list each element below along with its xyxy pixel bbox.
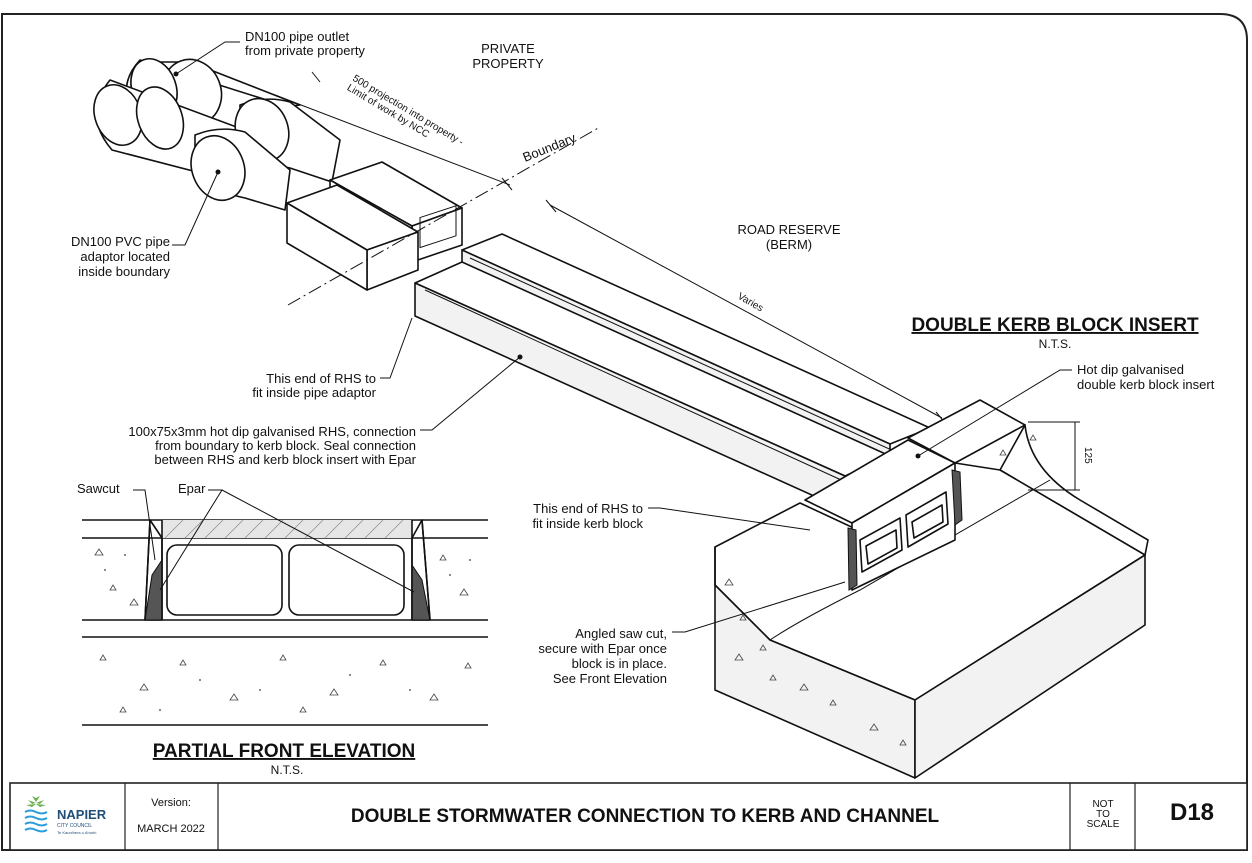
kerb-insert-label-2: double kerb block insert [1077,377,1215,392]
front-view-scale: N.T.S. [271,763,304,777]
pvc-adaptor-label-3: inside boundary [78,264,170,279]
angled-saw-label-1: Angled saw cut, [575,626,667,641]
boundary-label: Boundary [521,130,579,165]
boundary-line [287,126,601,306]
rhs-end-kerb-label-2: fit inside kerb block [532,516,643,531]
private-property-label-1: PRIVATE [481,41,535,56]
leader-lines [133,41,1072,633]
council-logo-icon [24,796,48,833]
pipe-outlet-label-2: from private property [245,43,365,58]
kerb-block [714,399,1149,779]
rhs-spec-label-3: between RHS and kerb block insert with E… [154,452,416,467]
sawcut-label: Sawcut [77,481,120,496]
rhs-end-kerb-label-1: This end of RHS to [533,501,643,516]
kerb-view-title: DOUBLE KERB BLOCK INSERT [911,315,1199,336]
title-block: NAPIER CITY COUNCIL Te Kaunihera o Ahuri… [9,782,1248,851]
version-value: MARCH 2022 [137,823,205,835]
angled-saw-label-2: secure with Epar once [538,641,667,656]
org-tagline: Te Kaunihera o Ahuriri [57,830,96,835]
sheet-number: D18 [1170,799,1214,826]
dim-125-label: 125 [1082,447,1093,464]
projection-dimension [274,71,513,191]
road-reserve-label-1: ROAD RESERVE [737,222,840,237]
private-property-label-2: PROPERTY [472,56,544,71]
rhs-stubs [286,161,463,291]
kerb-insert-label-1: Hot dip galvanised [1077,362,1184,377]
angled-saw-label-3: block is in place. [572,656,667,671]
front-elevation [82,519,488,726]
scale-note-1: NOT [1092,799,1113,810]
rhs-end-adaptor-label-1: This end of RHS to [266,371,376,386]
scale-note-2: TO [1096,809,1110,820]
projection-label-1: 500 projection into property - [350,73,465,148]
angled-saw-label-4: See Front Elevation [553,671,667,686]
rhs-end-adaptor-label-2: fit inside pipe adaptor [252,385,376,400]
pvc-adaptor-label-1: DN100 PVC pipe [71,234,170,249]
drawing-title: DOUBLE STORMWATER CONNECTION TO KERB AND… [351,806,940,827]
front-view-title: PARTIAL FRONT ELEVATION [153,741,415,762]
pvc-adaptor-label-2: adaptor located [80,249,170,264]
annotation-labels: DN100 pipe outlet from private property … [71,29,1215,777]
epar-label: Epar [178,481,206,496]
org-sub: CITY COUNCIL [57,823,92,829]
road-reserve-label-2: (BERM) [766,237,812,252]
kerb-view-scale: N.T.S. [1039,337,1072,351]
pipe-outlet-label-1: DN100 pipe outlet [245,29,349,44]
scale-note-3: SCALE [1087,819,1120,830]
sheet-border [1,13,1248,851]
pipe-adaptors [190,97,341,211]
rhs-spec-label-2: from boundary to kerb block. Seal connec… [155,438,416,453]
org-name: NAPIER [57,807,107,822]
varies-label: Varies [736,291,765,314]
rhs-long-sections [414,233,931,511]
version-label: Version: [151,797,191,809]
rhs-spec-label-1: 100x75x3mm hot dip galvanised RHS, conne… [128,424,416,439]
